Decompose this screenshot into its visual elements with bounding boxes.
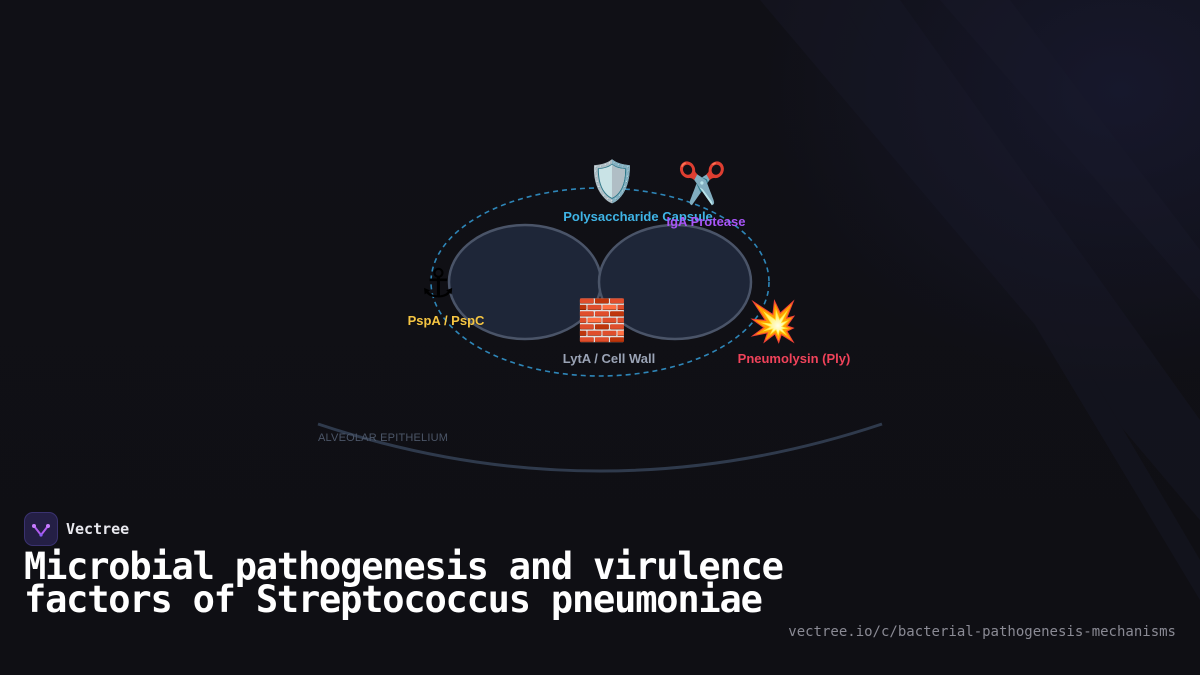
source-url: vectree.io/c/bacterial-pathogenesis-mech… [788, 624, 1176, 640]
page-title: Microbial pathogenesis and virulence fac… [24, 545, 784, 621]
collision-icon: 💥 [748, 299, 798, 345]
diplococcus-cell-right [597, 223, 753, 341]
factor-label-pspa-pspc: PspA / PspC [407, 313, 485, 328]
alveolar-epithelium-arc [317, 422, 883, 473]
brand-lockup: Vectree [24, 512, 129, 546]
brick-wall-icon: 🧱 [577, 298, 627, 344]
factor-label-iga-protease: IgA Protease [666, 214, 746, 229]
vectree-logo-icon [24, 512, 58, 546]
factor-label-lyta-cell-wall: LytA / Cell Wall [562, 351, 656, 366]
capsule-outline [430, 187, 770, 377]
factor-label-capsule: Polysaccharide Capsule [563, 209, 713, 224]
brand-name: Vectree [66, 520, 130, 538]
factor-label-pneumolysin: Pneumolysin (Ply) [737, 351, 851, 366]
shield-icon: 🛡️ [587, 159, 637, 205]
alveolar-epithelium-label: ALVEOLAR EPITHELIUM [318, 432, 449, 444]
scissors-icon: ✂️ [677, 161, 727, 207]
anchor-icon: ⚓ [420, 261, 456, 307]
